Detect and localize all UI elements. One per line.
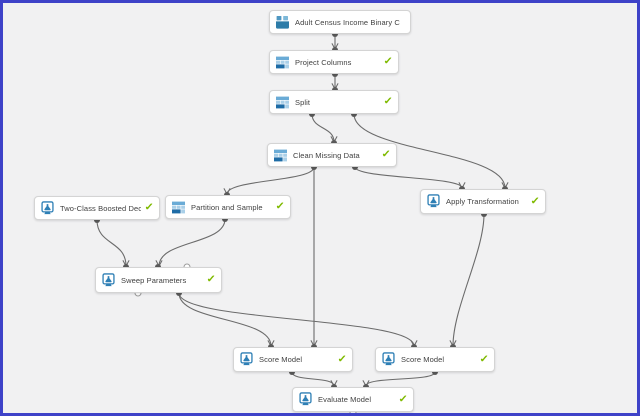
module-icon bbox=[40, 200, 55, 216]
status-check-icon: ✓ bbox=[382, 56, 393, 67]
status-check-icon: ✓ bbox=[336, 353, 347, 365]
node-label: Sweep Parameters bbox=[121, 275, 187, 285]
status-check-icon: ✓ bbox=[274, 201, 285, 212]
node-label: Score Model bbox=[259, 355, 303, 364]
status-check-icon: ✓ bbox=[380, 149, 391, 160]
connection-edge[interactable] bbox=[449, 213, 485, 348]
connection-edge[interactable] bbox=[354, 166, 466, 190]
node-partition-and-sample[interactable]: Partition and Sample ✓ bbox=[165, 195, 291, 219]
node-evaluate-model[interactable]: Evaluate Model ✓ bbox=[292, 387, 414, 412]
status-check-icon: ✓ bbox=[205, 274, 216, 285]
node-two-class-boosted-decision-tree[interactable]: Two-Class Boosted Decision T... ✓ bbox=[34, 196, 160, 220]
table-icon bbox=[171, 200, 186, 215]
node-label: Score Model bbox=[401, 355, 445, 364]
node-split[interactable]: Split ✓ bbox=[269, 90, 399, 114]
node-adult-census-dataset[interactable]: Adult Census Income Binary C... bbox=[269, 10, 411, 34]
connection-edge[interactable] bbox=[353, 113, 509, 190]
table-icon bbox=[273, 148, 288, 163]
node-apply-transformation[interactable]: Apply Transformation ✓ bbox=[420, 189, 546, 214]
connection-edge[interactable] bbox=[311, 113, 338, 144]
table-icon bbox=[275, 95, 290, 110]
node-label: Split bbox=[295, 97, 311, 107]
status-check-icon: ✓ bbox=[143, 202, 154, 213]
connection-edge[interactable] bbox=[178, 292, 418, 348]
node-label: Partition and Sample bbox=[191, 202, 263, 212]
node-label: Clean Missing Data bbox=[293, 150, 360, 160]
node-label: Apply Transformation bbox=[446, 197, 519, 206]
status-check-icon: ✓ bbox=[529, 195, 540, 207]
dataset-icon bbox=[275, 15, 290, 30]
module-icon bbox=[381, 352, 396, 367]
connection-edge[interactable] bbox=[96, 219, 130, 268]
connection-edge[interactable] bbox=[155, 218, 226, 268]
node-label: Evaluate Model bbox=[318, 395, 372, 404]
node-score-model-left[interactable]: Score Model ✓ bbox=[233, 347, 353, 372]
node-score-model-right[interactable]: Score Model ✓ bbox=[375, 347, 495, 372]
connection-edge[interactable] bbox=[362, 371, 436, 388]
module-icon bbox=[239, 352, 254, 367]
node-sweep-parameters[interactable]: Sweep Parameters ✓ bbox=[95, 267, 222, 293]
node-label: Two-Class Boosted Decision T... bbox=[60, 203, 141, 213]
node-project-columns[interactable]: Project Columns ✓ bbox=[269, 50, 399, 74]
connection-edge[interactable] bbox=[223, 166, 315, 196]
connection-edge[interactable] bbox=[291, 371, 338, 388]
node-clean-missing-data[interactable]: Clean Missing Data ✓ bbox=[267, 143, 397, 167]
node-label: Project Columns bbox=[295, 57, 352, 67]
status-check-icon: ✓ bbox=[397, 393, 408, 405]
status-check-icon: ✓ bbox=[382, 96, 393, 107]
module-icon bbox=[298, 392, 313, 407]
module-icon bbox=[426, 194, 441, 209]
connection-edge[interactable] bbox=[178, 292, 275, 348]
table-icon bbox=[275, 55, 290, 70]
status-check-icon: ✓ bbox=[478, 353, 489, 365]
node-label: Adult Census Income Binary C... bbox=[295, 17, 400, 27]
module-icon bbox=[101, 272, 116, 288]
